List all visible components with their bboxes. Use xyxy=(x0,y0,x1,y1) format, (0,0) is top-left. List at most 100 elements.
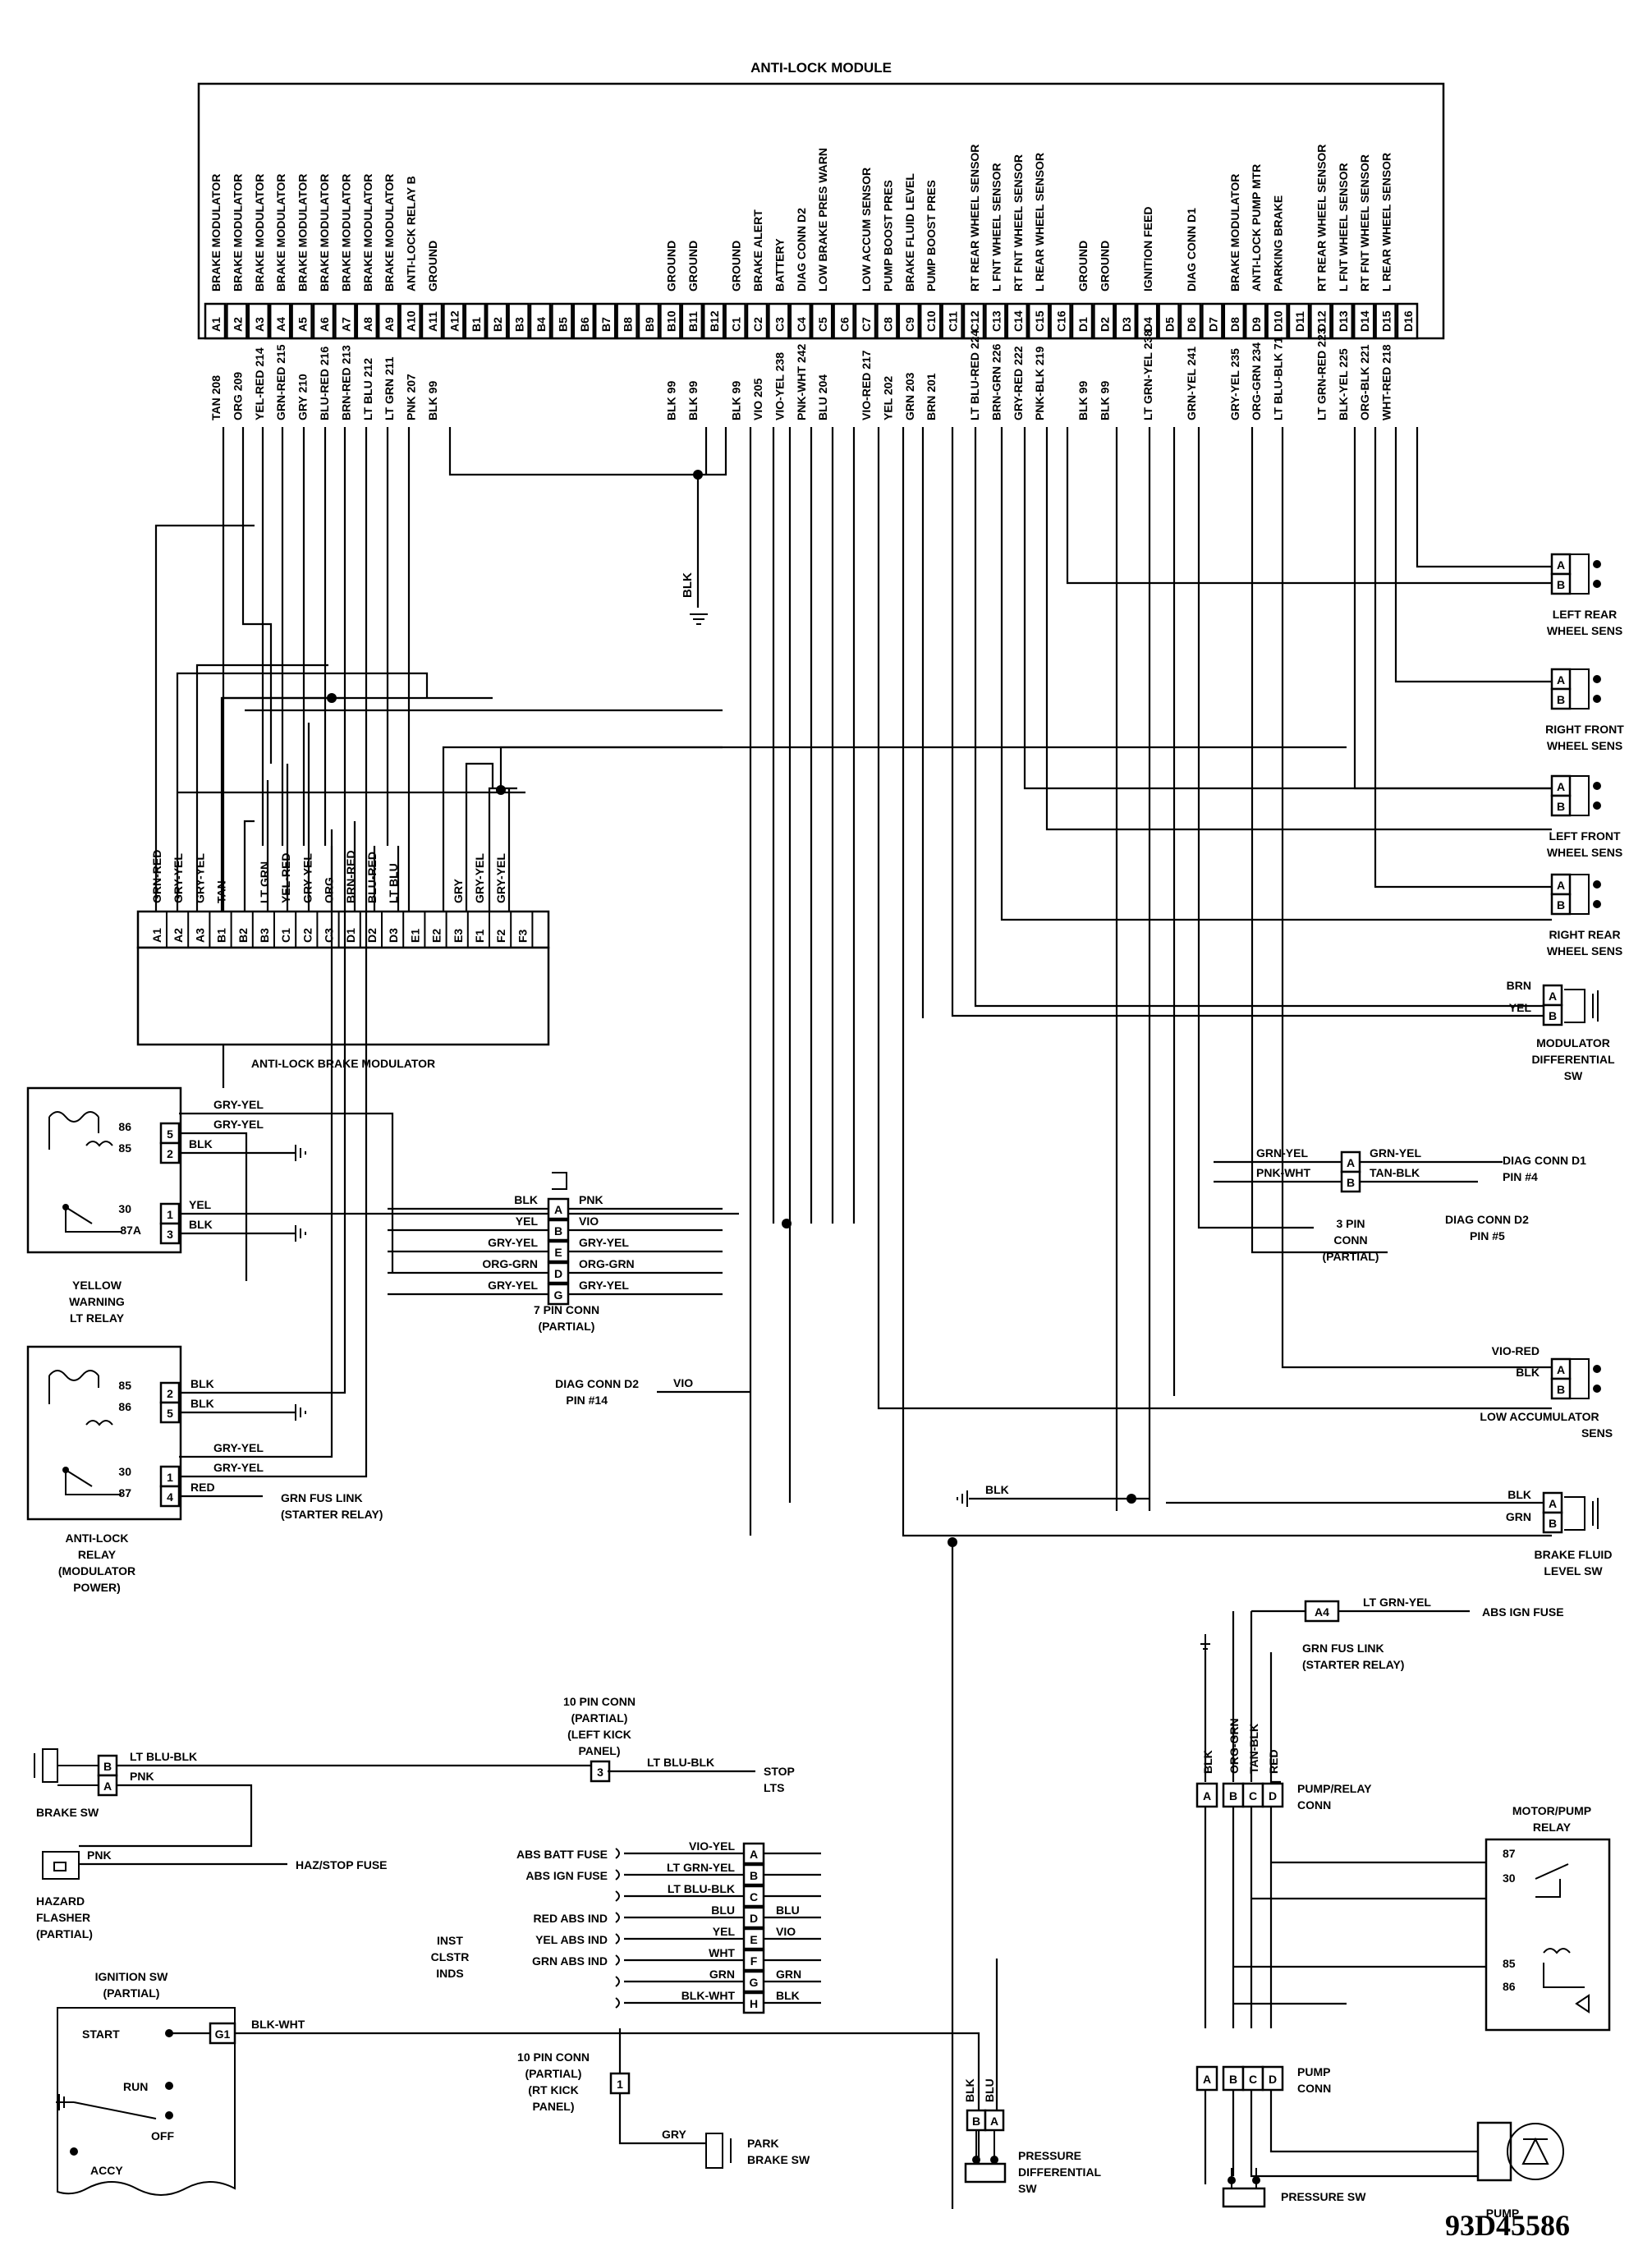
svg-text:OFF: OFF xyxy=(151,2129,174,2142)
svg-text:87: 87 xyxy=(118,1486,131,1499)
svg-text:GRN FUS LINK: GRN FUS LINK xyxy=(1302,1642,1384,1655)
svg-text:DIAG CONN D2: DIAG CONN D2 xyxy=(1445,1213,1529,1226)
diag-conn-d2-pin14: DIAG CONN D2 PIN #14 VIO xyxy=(555,1376,750,1407)
svg-text:BLK: BLK xyxy=(189,1137,213,1150)
svg-text:LEVEL SW: LEVEL SW xyxy=(1544,1564,1603,1577)
module-pin-wire: YEL-RED 214 xyxy=(253,347,266,420)
module-pin-function: GROUND xyxy=(1076,241,1090,292)
pump-conn-pin: D xyxy=(1269,2073,1277,2086)
svg-text:1: 1 xyxy=(617,2078,623,2091)
modulator-pin-wire: YEL-RED xyxy=(279,853,292,903)
module-pin-label: D4 xyxy=(1141,317,1154,332)
module-pin-label: C15 xyxy=(1033,310,1046,332)
modulator-pin-label: B1 xyxy=(215,928,228,943)
modulator-pin-label: A2 xyxy=(172,928,185,943)
module-pin-label: C4 xyxy=(795,317,808,332)
module-pin-function: PUMP BOOST PRES xyxy=(881,180,894,292)
module-pin-function: BRAKE MODULATOR xyxy=(296,174,310,292)
svg-text:(STARTER RELAY): (STARTER RELAY) xyxy=(1302,1658,1404,1671)
module-pin xyxy=(702,302,725,340)
module-pin xyxy=(1331,302,1354,340)
module-pin xyxy=(443,302,465,340)
pump-conn-pin: A xyxy=(1203,2073,1211,2086)
module-pin-label: D5 xyxy=(1163,317,1177,332)
svg-text:A: A xyxy=(1549,990,1557,1003)
svg-text:DIAG CONN D1: DIAG CONN D1 xyxy=(1503,1154,1586,1167)
module-pin-function: BRAKE MODULATOR xyxy=(361,174,374,292)
cluster-row-name: YEL ABS IND xyxy=(535,1933,608,1946)
module-pin-function: GROUND xyxy=(730,241,743,292)
module-pin-label: B2 xyxy=(491,317,504,332)
module-pin-function: BRAKE MODULATOR xyxy=(209,174,223,292)
svg-text:BRAKE SW: BRAKE SW xyxy=(36,1806,99,1819)
module-pin-label: B11 xyxy=(686,311,700,332)
conn7-left-wire: YEL xyxy=(516,1215,539,1228)
module-pin-function: BRAKE ALERT xyxy=(751,209,764,292)
svg-text:87A: 87A xyxy=(120,1224,141,1237)
svg-text:(RT KICK: (RT KICK xyxy=(528,2083,578,2096)
modulator-pin-label: F3 xyxy=(516,929,529,943)
module-pin-label: C7 xyxy=(860,317,873,332)
svg-text:5: 5 xyxy=(167,1407,173,1420)
module-pin-wire: GRN-RED 215 xyxy=(274,344,287,420)
svg-text:3: 3 xyxy=(167,1228,173,1241)
sensor-pin: A xyxy=(1557,673,1565,687)
module-pin xyxy=(1396,302,1419,340)
module-pin-wire: BLK-YEL 225 xyxy=(1337,348,1350,420)
brake-switch: B A LT BLU-BLK PNK BRAKE SW xyxy=(34,1748,591,1848)
svg-text:(PARTIAL): (PARTIAL) xyxy=(525,2067,582,2080)
svg-text:BLU: BLU xyxy=(983,2078,996,2102)
module-pin-label: D2 xyxy=(1098,317,1111,332)
module-pin-wire: GRN-YEL 241 xyxy=(1185,347,1198,420)
svg-text:PANEL): PANEL) xyxy=(532,2100,574,2113)
conn7-pin: B xyxy=(554,1224,562,1238)
module-pin-label: A2 xyxy=(231,317,244,332)
module-pin-function: L FNT WHEEL SENSOR xyxy=(1337,163,1350,292)
svg-text:TAN-BLK: TAN-BLK xyxy=(1370,1166,1420,1179)
modulator-pin-wire: GRY xyxy=(452,879,465,903)
svg-text:CONN: CONN xyxy=(1333,1233,1367,1247)
cluster-row-name: GRN ABS IND xyxy=(532,1954,608,1968)
module-pin xyxy=(420,302,443,340)
module-pin-wire: LT GRN-YEL 238 xyxy=(1141,330,1154,420)
module-pin-label: B10 xyxy=(664,310,677,332)
module-pin xyxy=(616,302,638,340)
module-pin-wire: ORG-BLK 221 xyxy=(1358,344,1371,420)
svg-text:RELAY: RELAY xyxy=(1533,1821,1572,1834)
park-brake-switch: PARK BRAKE SW xyxy=(705,2133,810,2169)
svg-text:PRESSURE SW: PRESSURE SW xyxy=(1281,2190,1366,2203)
module-pin xyxy=(226,302,248,340)
module-pin xyxy=(377,302,400,340)
modulator-pin-label: B3 xyxy=(258,928,271,943)
cluster-left-wire: WHT xyxy=(709,1946,735,1959)
module-pin xyxy=(268,302,291,340)
svg-text:(LEFT KICK: (LEFT KICK xyxy=(567,1728,631,1741)
svg-text:RUN: RUN xyxy=(123,2080,148,2093)
cluster-left-wire: LT GRN-YEL xyxy=(667,1861,735,1874)
modulator-pin-wire: GRY-YEL xyxy=(494,853,507,903)
svg-text:10 PIN CONN: 10 PIN CONN xyxy=(563,1695,636,1708)
module-pin-function: BRAKE MODULATOR xyxy=(383,174,396,292)
module-pin-function: DIAG CONN D1 xyxy=(1185,208,1198,292)
module-pin-wire: GRY-YEL 235 xyxy=(1228,348,1241,420)
svg-text:PRESSURE: PRESSURE xyxy=(1018,2149,1081,2162)
module-pin-function: ANTI-LOCK RELAY B xyxy=(405,176,418,292)
svg-text:ANTI-LOCK: ANTI-LOCK xyxy=(66,1532,129,1545)
pump-relay-pin: C xyxy=(1249,1789,1257,1802)
module-pin-function: L REAR WHEEL SENSOR xyxy=(1380,153,1393,292)
svg-text:A: A xyxy=(1549,1497,1557,1510)
svg-text:ACCY: ACCY xyxy=(90,2164,123,2177)
svg-text:85: 85 xyxy=(118,1379,131,1392)
module-pin-label: C13 xyxy=(989,310,1003,332)
module-pin xyxy=(854,302,877,340)
pressure-switch: PRESSURE SW xyxy=(1222,2168,1366,2208)
modulator-pin-wire: GRY-YEL xyxy=(301,853,314,903)
modulator-pin-label: E2 xyxy=(430,929,443,943)
svg-text:GRY: GRY xyxy=(662,2128,686,2141)
module-pin xyxy=(464,302,487,340)
sensor-pin: B xyxy=(1557,800,1565,813)
